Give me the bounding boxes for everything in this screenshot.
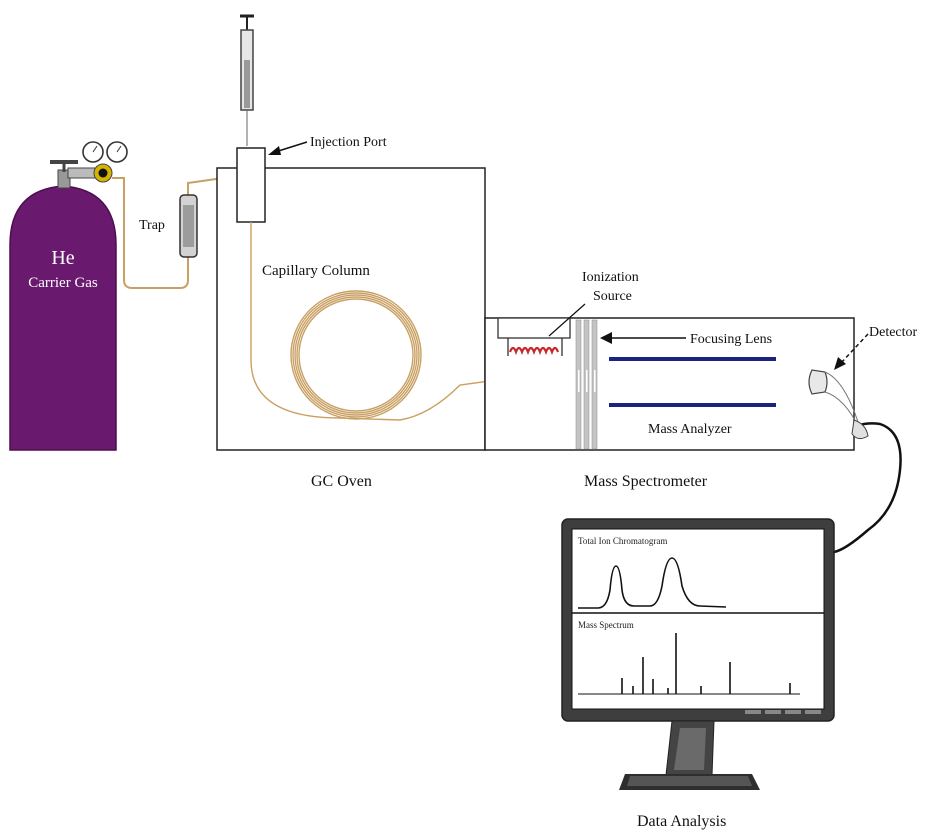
he-label: He [51,247,74,269]
detector-icon [808,369,861,431]
detector-label: Detector [869,325,918,340]
mass-analyzer-label: Mass Analyzer [648,422,732,437]
injection-port-label: Injection Port [310,135,387,150]
trap-icon [179,194,198,258]
capillary-column-label: Capillary Column [262,263,370,279]
focusing-lens-label: Focusing Lens [690,332,772,347]
detector-arrow [834,333,869,370]
injection-port-arrow [268,141,308,155]
focusing-lens-plates [575,319,598,450]
gc-oven-label: GC Oven [311,473,372,490]
data-cable [833,422,902,554]
carrier-gas-label: Carrier Gas [28,275,98,291]
mass-spectrometer-box [484,317,855,451]
ms-title: Mass Spectrum [578,620,634,630]
syringe-icon [240,14,254,146]
focusing-lens-arrow [600,332,686,344]
trap-label: Trap [139,218,165,233]
tic-title: Total Ion Chromatogram [578,536,667,546]
connector-icon [851,419,869,440]
monitor [561,518,835,790]
ionization-label: Ionization [582,270,639,285]
regulator-icon [50,141,128,189]
data-analysis-label: Data Analysis [637,813,726,830]
capillary-column [250,222,498,421]
ionization-pointer [548,303,586,337]
mass-spectrometer-label: Mass Spectrometer [584,473,708,490]
tic-trace [578,557,727,609]
ms-peaks [621,633,791,694]
injection-port-block [236,147,266,223]
source-label: Source [593,289,632,304]
helium-cylinder: He Carrier Gas [9,185,117,451]
